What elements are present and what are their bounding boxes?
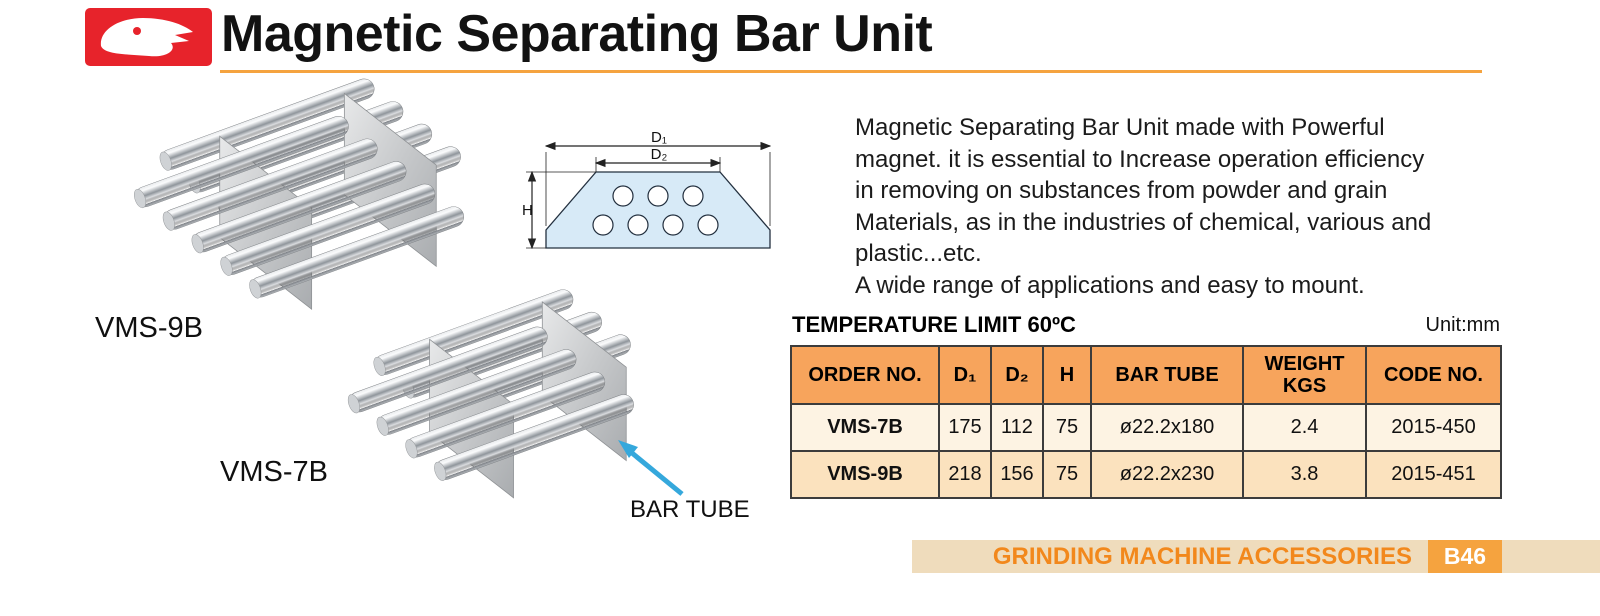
bar-tube-arrow-icon [618,440,684,496]
footer-bar: GRINDING MACHINE ACCESSORIES B46 [912,540,1600,573]
cell-d1: 175 [938,403,992,452]
footer-section-label: GRINDING MACHINE ACCESSORIES [992,543,1412,570]
cell-h: 75 [1042,403,1092,452]
description-line: plastic...etc. [855,240,982,267]
cell-weight: 3.8 [1242,450,1367,499]
dimension-label-d1: D₁ [651,130,667,146]
table-title: TEMPERATURE LIMIT 60ºC [792,312,1076,337]
description-line: A wide range of applications and easy to… [855,271,1365,299]
trapezoid-body [545,171,771,249]
magnet-bar-unit-9 [131,75,467,310]
cell-d2: 156 [990,450,1044,499]
page-code-badge: B46 [1428,540,1502,573]
description-line: in removing on substances from powder an… [855,177,1388,204]
unit-note: Unit:mm [1425,314,1500,336]
product-image-vms-7b [345,286,637,499]
col-header-weight: WEIGHT KGS [1242,345,1367,405]
cell-code-no: 2015-451 [1365,450,1502,499]
description-line: Materials, as in the industries of chemi… [855,208,1432,236]
magnet-bar-unit-7 [345,286,637,499]
cell-code-no: 2015-450 [1365,403,1502,452]
eagle-icon [100,18,193,57]
bar-tube-callout-label: BAR TUBE [630,496,750,523]
title-underline [220,70,1482,73]
cell-h: 75 [1042,450,1092,499]
cell-order-no: VMS-9B [790,450,940,499]
cell-bar-tube: ø22.2x230 [1090,450,1244,499]
brand-logo [85,8,212,66]
footer-tail [1502,540,1600,573]
col-header-code-no: CODE NO. [1365,345,1502,405]
header-row: ORDER NO. D₁ D₂ H BAR TUBE WEIGHT KGS CO… [790,345,1502,405]
col-header-d2: D₂ [990,345,1044,405]
col-header-bar-tube: BAR TUBE [1090,345,1244,405]
dimension-label-h: H [522,202,533,219]
col-header-d1: D₁ [938,345,992,405]
product-image-vms-9b [131,75,467,310]
description-line: magnet. it is essential to Increase oper… [855,145,1425,173]
product-description: Magnetic Separating Bar Unit made with P… [855,112,1505,301]
bar-tube-holes [592,185,719,236]
cell-d1: 218 [938,450,992,499]
col-header-order-no: ORDER NO. [790,345,940,405]
product-label-vms-7b: VMS-7B [220,456,328,488]
description-line: Magnetic Separating Bar Unit made with P… [855,114,1385,141]
table-row-vms-9b: VMS-9B 218 156 75 ø22.2x230 3.8 2015-451 [790,450,1502,499]
cell-weight: 2.4 [1242,403,1367,452]
cell-d2: 112 [990,403,1044,452]
table-row-vms-7b: VMS-7B 175 112 75 ø22.2x180 2.4 2015-450 [790,403,1502,452]
page-title: Magnetic Separating Bar Unit [221,5,933,63]
cell-order-no: VMS-7B [790,403,940,452]
cell-bar-tube: ø22.2x180 [1090,403,1244,452]
product-label-vms-9b: VMS-9B [95,312,203,344]
dimension-label-d2: D₂ [651,146,668,163]
spec-table: ORDER NO. D₁ D₂ H BAR TUBE WEIGHT KGS CO… [790,345,1502,499]
cross-section-diagram: D₁ D₂ H [522,130,772,250]
col-header-h: H [1042,345,1092,405]
